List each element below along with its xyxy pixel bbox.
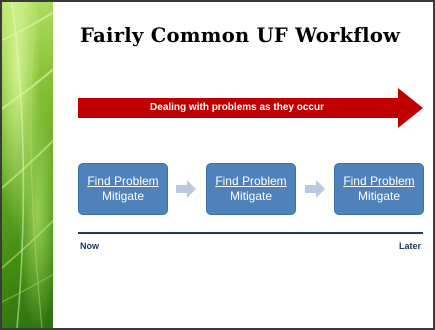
leaf-veins	[2, 2, 53, 328]
mitigate-label: Mitigate	[101, 189, 145, 203]
find-problem-link[interactable]: Find Problem	[87, 174, 159, 188]
step-connector-arrow-icon	[176, 180, 196, 198]
step-connector-arrow-icon	[305, 180, 325, 198]
mitigate-label: Mitigate	[357, 189, 401, 203]
slide-title: Fairly Common UF Workflow	[80, 24, 401, 47]
mitigate-label: Mitigate	[229, 189, 273, 203]
axis-start-label: Now	[80, 241, 99, 251]
workflow-step-box: Find Problem Mitigate	[78, 163, 168, 215]
timeline-arrow	[78, 88, 423, 128]
timeline-axis-rule	[78, 232, 423, 234]
workflow-step-box: Find Problem Mitigate	[334, 163, 424, 215]
workflow-step-box: Find Problem Mitigate	[206, 163, 296, 215]
find-problem-link[interactable]: Find Problem	[215, 174, 287, 188]
axis-end-label: Later	[398, 241, 421, 251]
timeline-arrow-label: Dealing with problems as they occur	[150, 102, 324, 113]
leaf-decoration-image	[2, 2, 53, 328]
find-problem-link[interactable]: Find Problem	[343, 174, 415, 188]
